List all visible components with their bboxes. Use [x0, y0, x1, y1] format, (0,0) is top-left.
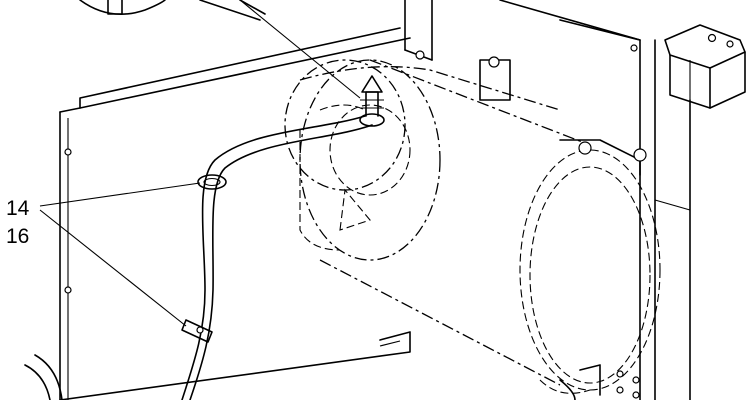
rear-panel [404, 0, 691, 400]
bolt [633, 148, 647, 162]
lower-hose [24, 354, 63, 400]
hose-clamp [181, 319, 213, 343]
panel-hole [632, 376, 640, 384]
housing-mount-strap [479, 56, 647, 400]
restriction-fitting [359, 75, 385, 127]
panel-hole [616, 386, 624, 394]
upper-component [79, 0, 266, 21]
mounting-bracket [664, 24, 746, 109]
panel-hole [64, 286, 72, 294]
leader-line [39, 0, 361, 327]
bolt [578, 141, 592, 155]
panel-hole [415, 50, 425, 60]
air-cleaner-housing [284, 59, 661, 394]
hose-clamp [197, 174, 227, 190]
bolt [488, 56, 500, 68]
bracket-hole [707, 33, 717, 43]
panel-hole [64, 148, 72, 156]
panel-hole [616, 370, 624, 378]
side-panel [59, 27, 411, 400]
bracket-hole [726, 40, 734, 48]
panel-hole [630, 44, 638, 52]
hose [181, 115, 373, 400]
callout-16: 16 [6, 225, 30, 248]
callout-14: 14 [6, 197, 30, 220]
panel-hole [632, 391, 640, 399]
